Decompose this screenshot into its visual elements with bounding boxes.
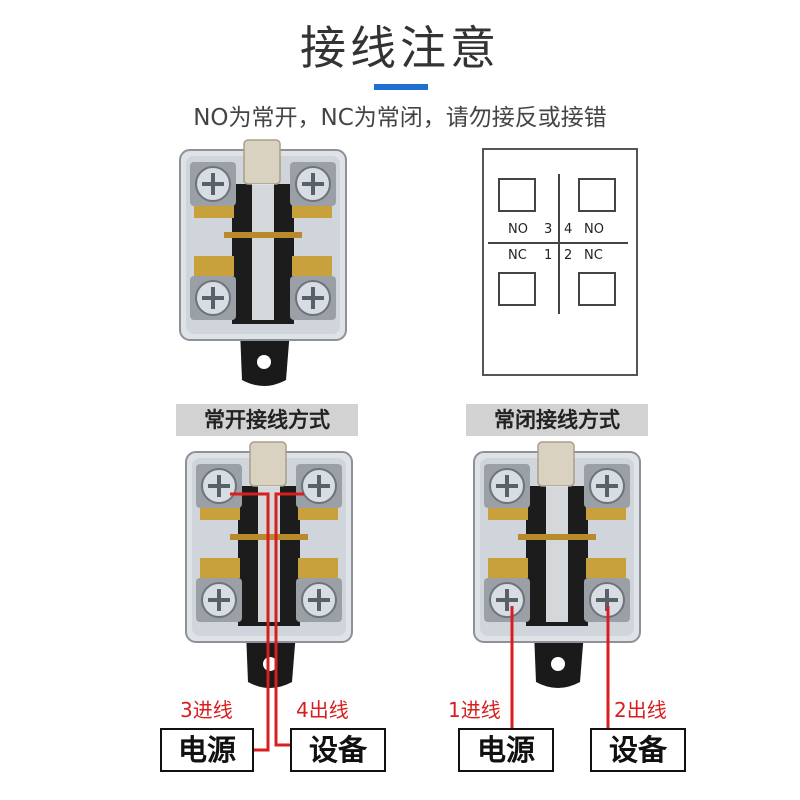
label-nc-left: NC <box>508 248 527 263</box>
switch-photo-normally-closed <box>472 440 642 690</box>
power-source-box-normally-closed: 电源 <box>458 728 554 772</box>
device-box-normally-closed: 设备 <box>590 728 686 772</box>
page-subtitle: NO为常开，NC为常闭，请勿接反或接错 <box>193 105 607 131</box>
wire-label-2-out: 2出线 <box>614 698 667 722</box>
wire-label-4-out: 4出线 <box>296 698 349 722</box>
diagram-divider-horizontal <box>488 242 628 244</box>
switch-photo-top <box>178 138 348 388</box>
label-no-right: NO <box>584 222 604 237</box>
wire-label-3-in: 3进线 <box>180 698 233 722</box>
wire-label-1-in: 1进线 <box>448 698 501 722</box>
terminal-3-box <box>498 178 536 212</box>
label-no-left: NO <box>508 222 528 237</box>
label-nc-right: NC <box>584 248 603 263</box>
terminal-4-box <box>578 178 616 212</box>
terminal-number-4: 4 <box>564 222 573 237</box>
page-title: 接线注意 <box>300 21 500 75</box>
title-underline <box>374 84 428 90</box>
terminal-number-3: 3 <box>544 222 553 237</box>
terminal-number-1: 1 <box>544 248 553 263</box>
wiring-normally-open <box>230 492 304 752</box>
device-box-normally-open: 设备 <box>290 728 386 772</box>
wiring-normally-closed <box>510 606 610 732</box>
terminal-1-box <box>498 272 536 306</box>
terminal-2-box <box>578 272 616 306</box>
section-label-normally-closed: 常闭接线方式 <box>466 404 648 436</box>
power-source-box-normally-open: 电源 <box>160 728 254 772</box>
section-label-normally-open: 常开接线方式 <box>176 404 358 436</box>
terminal-diagram: NO 3 4 NO NC 1 2 NC <box>482 148 638 376</box>
terminal-number-2: 2 <box>564 248 573 263</box>
diagram-divider-vertical <box>558 174 560 314</box>
